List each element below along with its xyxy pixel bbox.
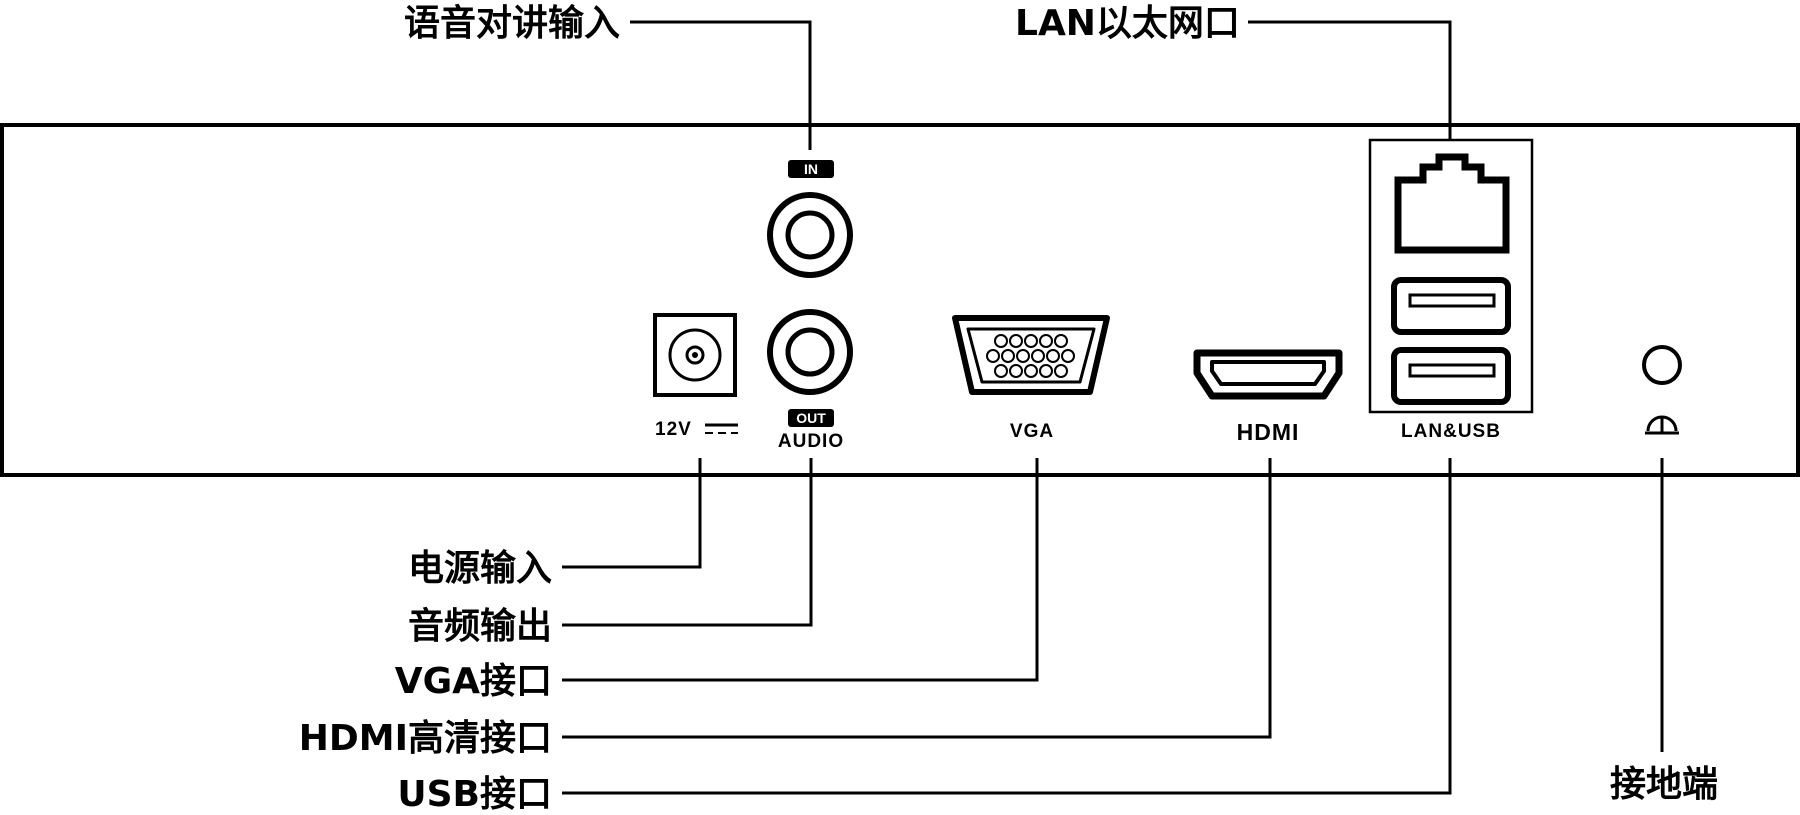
lan-usb-label: LAN&USB <box>1401 421 1501 442</box>
svg-text:OUT: OUT <box>796 410 826 426</box>
hdmi-logo-label: HDMI <box>1237 419 1300 445</box>
audio-out-jack <box>767 309 853 395</box>
callout-audio-output: 音频输出 <box>408 606 552 647</box>
audio-in-jack <box>767 192 853 278</box>
leader-usb <box>562 458 1452 795</box>
callout-hdmi-port: HDMI高清接口 <box>299 718 552 759</box>
callout-ground: 接地端 <box>1610 764 1718 805</box>
leader-audio-out <box>562 458 813 627</box>
leader-voice-input <box>630 20 812 150</box>
leader-vga <box>562 458 1039 682</box>
audio-in-tag: IN <box>788 160 834 178</box>
usb-port-lower <box>1391 347 1511 405</box>
svg-text:IN: IN <box>804 161 818 177</box>
usb-port-upper <box>1391 277 1511 335</box>
callout-voice-input: 语音对讲输入 <box>404 3 620 44</box>
audio-label: AUDIO <box>778 431 844 452</box>
callout-vga-port: VGA接口 <box>395 661 552 702</box>
leader-lan <box>1248 20 1452 140</box>
leader-power <box>562 458 702 569</box>
callout-lan-port: LAN以太网口 <box>1015 3 1240 44</box>
vga-connector <box>952 315 1110 395</box>
vga-label: VGA <box>1010 421 1054 442</box>
audio-out-tag: OUT <box>788 409 834 427</box>
ground-symbol-icon <box>1645 415 1679 435</box>
power-label: 12V <box>655 419 692 440</box>
callout-power-input: 电源输入 <box>408 548 552 589</box>
hdmi-connector <box>1193 349 1343 400</box>
callout-usb-port: USB接口 <box>397 774 552 815</box>
device-rear-panel <box>0 123 1800 477</box>
ground-terminal <box>1642 345 1682 385</box>
ethernet-port <box>1394 153 1510 254</box>
dc-symbol-icon <box>705 423 738 434</box>
leader-hdmi <box>562 458 1272 739</box>
power-jack <box>653 313 737 397</box>
